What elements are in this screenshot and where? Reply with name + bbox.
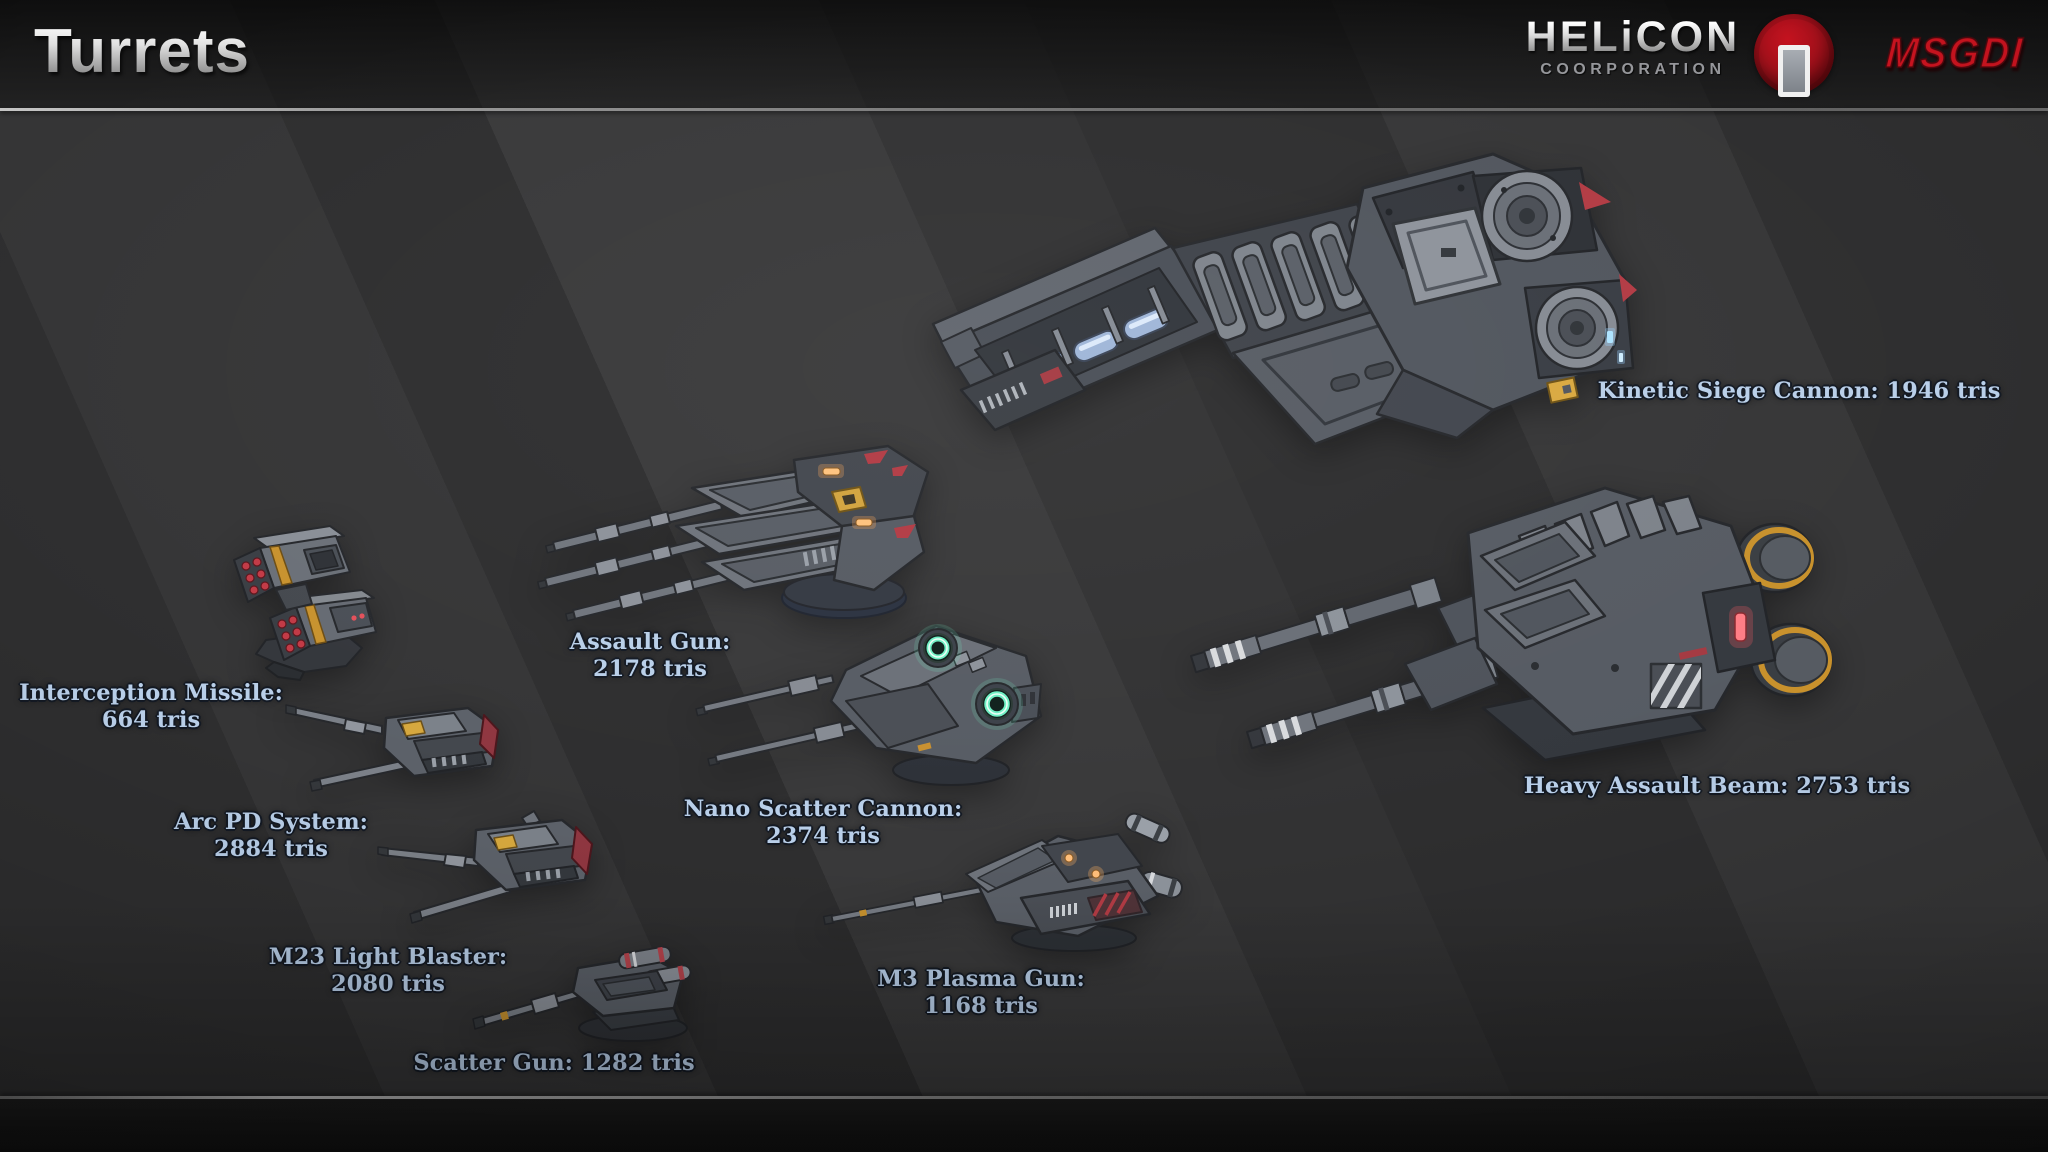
m23-light-blaster-label: M23 Light Blaster: 2080 tris [269,944,507,998]
nano-scatter-cannon-model [695,624,1043,786]
red-chevron-decals [864,450,916,538]
red-accent [1678,647,1708,660]
door-icon [1778,45,1811,97]
arc-pd-system-model [285,704,500,792]
kinetic-siege-cannon-model [931,152,1637,446]
hazard-striped-panel [1649,662,1703,710]
turret-name-line: Assault Gun: [569,629,731,655]
vent-ribs [525,868,561,882]
helicon-wordmark: HELiCON COORPORATION [1526,16,1741,79]
red-hatch-decal [1087,889,1143,921]
turret-name-line: M3 Plasma Gun: [877,966,1085,992]
turret-name-line: Scatter Gun: 1282 tris [413,1050,695,1076]
turret-name-line: Interception Missile: [19,680,283,706]
m3-plasma-gun-model [822,812,1183,952]
kinetic-siege-cannon-label: Kinetic Siege Cannon: 1946 tris [1598,378,2001,405]
amber-light [822,467,841,476]
scatter-gun-label: Scatter Gun: 1282 tris [413,1050,694,1077]
red-accent [1619,274,1637,302]
heavy-assault-beam-model [1190,486,1833,762]
red-striped-cylinder [618,945,672,970]
blue-light [1619,353,1623,362]
blue-light [1607,331,1613,343]
red-accent [1579,182,1611,210]
vent-ribs [431,754,467,768]
red-marking [1039,366,1063,385]
turret-ring-mount [1523,278,1635,380]
lower-missile-tips [277,615,306,653]
muzzle-ribs [978,381,1028,414]
turret-name-line: Nano Scatter Cannon: [683,796,963,822]
interception-missile-model [233,525,377,681]
red-glow-light [1734,612,1747,642]
teal-glow-ring [971,678,1023,730]
assault-gun-label: Assault Gun: 2178 tris [570,629,731,683]
rear-cylinder [1124,812,1171,844]
turret-tris-line: 2884 tris [214,836,328,862]
footer-divider [0,1096,2048,1099]
turret-ring-mount [1471,166,1599,263]
assault-gun-model [537,444,930,622]
scatter-gun-model [472,945,692,1042]
heavy-assault-beam-label: Heavy Assault Beam: 2753 tris [1524,773,1910,800]
nano-scatter-cannon-label: Nano Scatter Cannon: 2374 tris [684,796,963,850]
turret-name-line: Heavy Assault Beam: 2753 tris [1523,773,1911,799]
turret-name-line: Arc PD System: [174,809,368,835]
amber-light [1091,869,1101,879]
teal-glow-ring [914,624,962,672]
turret-tris-line: 2374 tris [766,823,880,849]
branding-block: HELiCON COORPORATION MSGDI [1526,10,2027,97]
helicon-logo-icon [1754,14,1835,97]
amber-light [855,518,873,527]
striped-barrel [1190,576,1443,674]
m23-light-blaster-model [377,810,594,924]
orange-ring-drum [1735,522,1815,594]
vent-ribs [802,545,837,567]
interception-missile-label: Interception Missile: 664 tris [19,680,283,734]
hazard-yellow-panel [1546,376,1579,404]
helicon-company-subtitle: COORPORATION [1540,61,1726,78]
upper-missile-tips [241,557,270,595]
turret-tris-line: 664 tris [101,707,201,733]
turret-tris-line: 2178 tris [593,656,707,682]
msgdi-logo: MSGDI [1884,29,2027,77]
helicon-company-name: HELiCON [1525,13,1741,61]
header-divider [0,108,2048,111]
barcode-ribs [1050,903,1077,918]
page-title: Turrets [34,17,251,86]
amber-light [1064,853,1074,863]
turret-name-line: M23 Light Blaster: [268,944,508,970]
arc-pd-system-label: Arc PD System: 2884 tris [174,809,368,863]
turret-tris-line: 1168 tris [924,993,1038,1019]
turret-tris-line: 2080 tris [331,971,445,997]
turret-name-line: Kinetic Siege Cannon: 1946 tris [1597,378,2001,404]
m3-plasma-gun-label: M3 Plasma Gun: 1168 tris [877,966,1085,1020]
header-bar [0,0,2048,108]
footer-bar [0,1099,2048,1152]
